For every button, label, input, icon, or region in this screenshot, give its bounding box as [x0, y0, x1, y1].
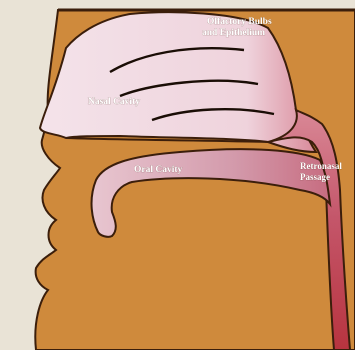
label-olfactory-line2: and Epithelium	[202, 28, 265, 38]
label-retronasal-line1: Retronasal	[300, 161, 342, 171]
label-retronasal-line2: Passage	[300, 172, 330, 182]
label-olfactory-line1: Olfactory Bulbs	[207, 17, 272, 27]
label-oral-cavity: Oral Cavity	[134, 165, 183, 175]
label-nasal-cavity: Nasal Cavity	[88, 97, 140, 107]
